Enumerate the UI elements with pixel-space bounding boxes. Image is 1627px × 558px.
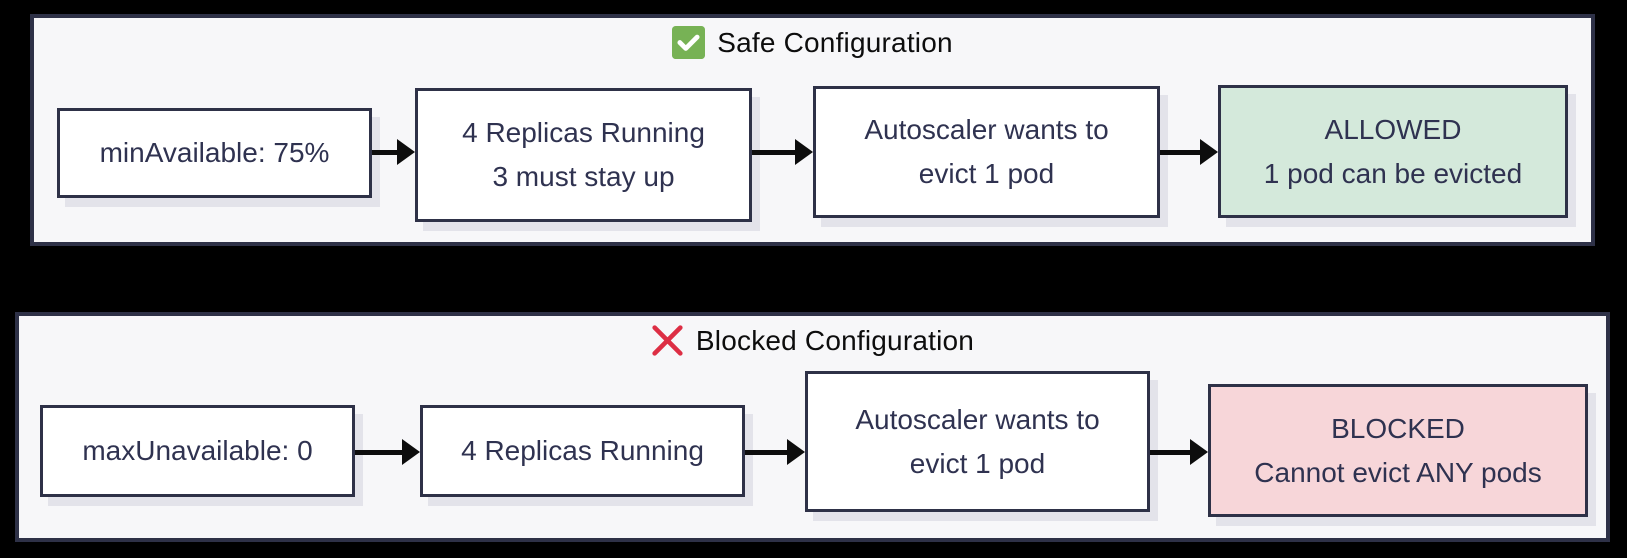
flow-box-maxunavailable: maxUnavailable: 0 bbox=[40, 405, 355, 497]
flow-box-allowed-result: ALLOWED 1 pod can be evicted bbox=[1218, 85, 1568, 218]
arrow-head-icon bbox=[402, 439, 420, 465]
box-line: evict 1 pod bbox=[918, 158, 1055, 189]
arrow-head-icon bbox=[1190, 439, 1208, 465]
safe-panel-title-text: Safe Configuration bbox=[717, 26, 953, 58]
flow-arrow bbox=[752, 138, 813, 166]
box-line: BLOCKED bbox=[1331, 412, 1465, 444]
safe-panel-title: Safe Configuration bbox=[34, 26, 1591, 59]
flow-box-autoscaler-evict-blocked: Autoscaler wants to evict 1 pod bbox=[805, 371, 1150, 512]
box-line: maxUnavailable: 0 bbox=[82, 435, 313, 466]
flow-arrow bbox=[355, 438, 420, 466]
flow-box-replicas-running-blocked: 4 Replicas Running bbox=[420, 405, 745, 497]
box-line: Autoscaler wants to bbox=[864, 114, 1109, 145]
safe-configuration-panel: Safe Configuration minAvailable: 75% 4 R… bbox=[30, 14, 1595, 246]
arrow-shaft bbox=[372, 149, 400, 155]
flow-arrow bbox=[745, 438, 805, 466]
box-line: minAvailable: 75% bbox=[99, 137, 330, 168]
box-line: Autoscaler wants to bbox=[855, 403, 1100, 435]
arrow-head-icon bbox=[1200, 139, 1218, 165]
arrow-shaft bbox=[752, 149, 798, 155]
box-line: 3 must stay up bbox=[492, 161, 675, 192]
flow-arrow bbox=[1160, 138, 1218, 166]
flow-arrow bbox=[372, 138, 415, 166]
blocked-configuration-panel: Blocked Configuration maxUnavailable: 0 … bbox=[15, 312, 1610, 542]
box-line: 1 pod can be evicted bbox=[1263, 157, 1523, 189]
flow-box-replicas-running-safe: 4 Replicas Running 3 must stay up bbox=[415, 88, 752, 222]
box-line: 4 Replicas Running bbox=[462, 117, 705, 148]
box-line: evict 1 pod bbox=[909, 447, 1046, 479]
blocked-panel-title: Blocked Configuration bbox=[19, 324, 1606, 357]
blocked-panel-title-text: Blocked Configuration bbox=[695, 324, 975, 356]
box-line: Cannot evict ANY pods bbox=[1254, 456, 1542, 488]
arrow-shaft bbox=[355, 449, 405, 455]
box-line: ALLOWED bbox=[1324, 113, 1462, 145]
box-line: 4 Replicas Running bbox=[461, 435, 704, 466]
cross-mark-icon bbox=[651, 324, 684, 357]
check-mark-icon bbox=[672, 26, 706, 59]
flow-arrow bbox=[1150, 438, 1208, 466]
arrow-head-icon bbox=[787, 439, 805, 465]
arrow-shaft bbox=[745, 449, 790, 455]
arrow-shaft bbox=[1150, 449, 1193, 455]
flow-box-blocked-result: BLOCKED Cannot evict ANY pods bbox=[1208, 384, 1588, 517]
flow-box-autoscaler-evict-safe: Autoscaler wants to evict 1 pod bbox=[813, 86, 1160, 218]
arrow-head-icon bbox=[795, 139, 813, 165]
flow-box-minavailable: minAvailable: 75% bbox=[57, 108, 372, 198]
arrow-head-icon bbox=[397, 139, 415, 165]
arrow-shaft bbox=[1160, 149, 1203, 155]
